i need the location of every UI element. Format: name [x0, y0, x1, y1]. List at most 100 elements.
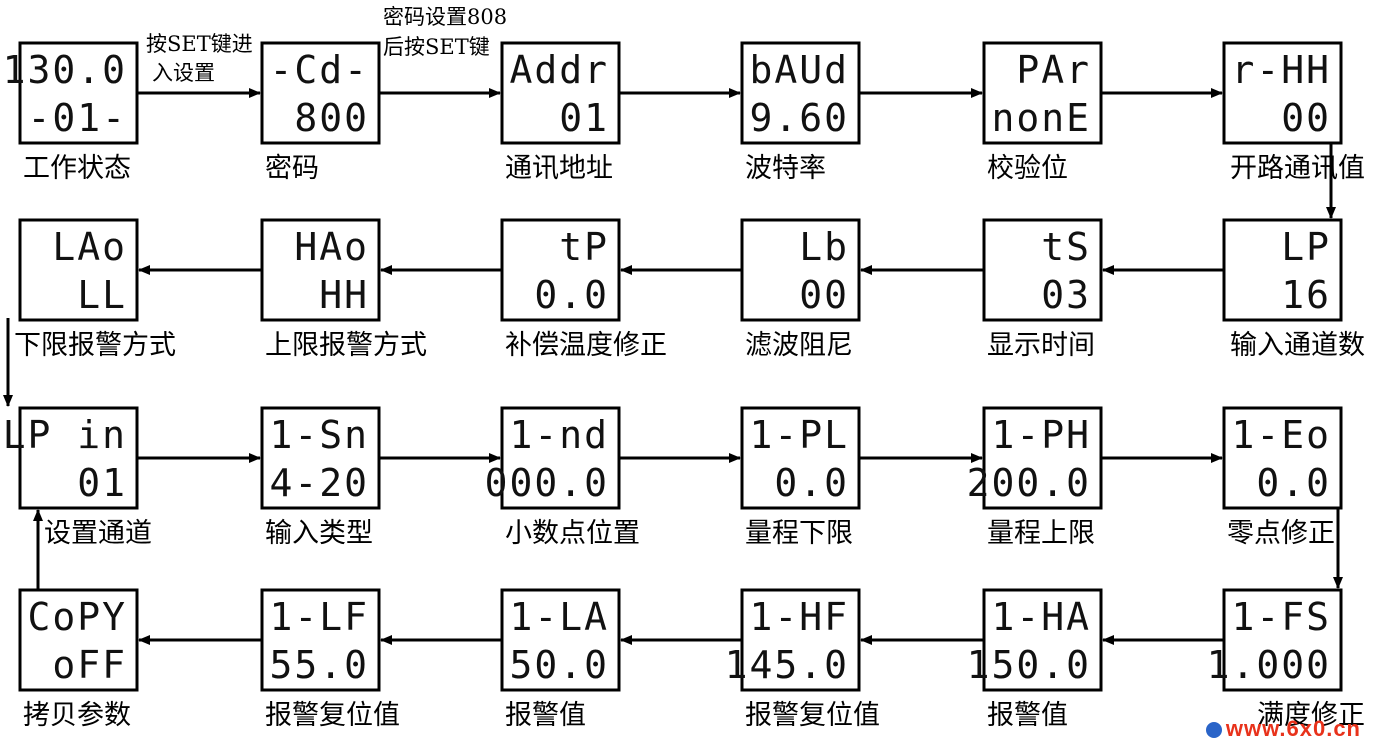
node-caption: 波特率	[745, 153, 826, 184]
display-frame	[740, 406, 861, 510]
display-line2: 01	[77, 461, 127, 505]
node-caption: 密码	[265, 153, 319, 184]
watermark-logo-icon	[1205, 722, 1222, 738]
node-caption: 工作状态	[23, 153, 131, 184]
display-line1: LAo	[52, 225, 127, 269]
display-line1: tS	[1041, 225, 1091, 269]
display-line1: 1-LA	[509, 595, 609, 639]
display-node: 1-Sn4-20 输入类型	[260, 406, 381, 549]
node-caption: 拷贝参数	[23, 700, 131, 731]
display-line2: 01	[559, 96, 609, 140]
display-line2: 00	[1281, 96, 1331, 140]
display-frame	[1222, 218, 1343, 322]
display-line2: -01-	[27, 96, 127, 140]
display-frame	[740, 588, 861, 692]
display-frame	[260, 588, 381, 692]
node-caption: 报警复位值	[265, 700, 400, 731]
display-frame	[260, 41, 381, 145]
node-caption: 开路通讯值	[1230, 153, 1365, 184]
node-caption: 下限报警方式	[14, 330, 176, 361]
display-line2: 4-20	[269, 461, 369, 505]
display-frame	[260, 218, 381, 322]
node-caption: 报警复位值	[745, 700, 880, 731]
display-line2: oFF	[52, 643, 127, 687]
display-frame	[260, 406, 381, 510]
display-frame	[982, 588, 1103, 692]
display-line1: 1-LF	[269, 595, 369, 639]
display-line1: 1-Sn	[269, 413, 369, 457]
node-caption: 通讯地址	[505, 153, 613, 184]
display-line2: 00	[799, 273, 849, 317]
node-caption: 报警值	[987, 700, 1068, 731]
display-frame	[1222, 406, 1343, 510]
display-line2: 145.0	[725, 643, 849, 687]
display-line2: 0.0	[534, 273, 609, 317]
display-line1: 130.0	[3, 48, 127, 92]
password-note-line2: 后按SET键	[383, 35, 490, 59]
display-line1: 1-HA	[991, 595, 1091, 639]
display-frame	[1222, 588, 1343, 692]
node-caption: 显示时间	[987, 330, 1095, 361]
display-line1: HAo	[294, 225, 369, 269]
display-line1: LP	[1281, 225, 1331, 269]
display-line2: 800	[294, 96, 369, 140]
display-frame	[982, 41, 1103, 145]
display-line1: Addr	[509, 48, 609, 92]
display-frame	[982, 406, 1103, 510]
node-caption: 输入通道数	[1230, 330, 1365, 361]
node-caption: 输入类型	[265, 518, 373, 549]
display-line1: 1-FS	[1231, 595, 1331, 639]
display-line2: 150.0	[967, 643, 1091, 687]
node-caption: 小数点位置	[505, 518, 640, 549]
annotations: 按SET键进 入设置 密码设置808 后按SET键	[146, 5, 507, 85]
display-frame	[1222, 41, 1343, 145]
display-line2: 0.0	[1256, 461, 1331, 505]
node-caption: 量程下限	[745, 518, 853, 549]
node-caption: 设置通道	[44, 518, 152, 549]
display-line1: LP in	[3, 413, 127, 457]
display-line1: r-HH	[1231, 48, 1331, 92]
display-line1: 1-HF	[749, 595, 849, 639]
display-line2: 03	[1041, 273, 1091, 317]
display-line1: 1-PH	[991, 413, 1091, 457]
node-caption: 零点修正	[1227, 518, 1335, 549]
node-caption: 上限报警方式	[265, 330, 427, 361]
node-caption: 校验位	[987, 153, 1068, 184]
display-line1: PAr	[1016, 48, 1091, 92]
node-caption: 报警值	[505, 700, 586, 731]
node-caption: 量程上限	[987, 518, 1095, 549]
display-line2: 9.60	[749, 96, 849, 140]
display-frame	[18, 218, 139, 322]
enter-setting-note-line2: 入设置	[152, 61, 215, 85]
display-frame	[18, 41, 139, 145]
display-line1: 1-PL	[749, 413, 849, 457]
node-caption: 补偿温度修正	[505, 330, 667, 361]
display-frame	[500, 406, 621, 510]
display-line2: 16	[1281, 273, 1331, 317]
display-line2: LL	[77, 273, 127, 317]
display-frame	[18, 588, 139, 692]
display-frame	[740, 41, 861, 145]
display-line2: 200.0	[967, 461, 1091, 505]
display-line1: 1-Eo	[1231, 413, 1331, 457]
display-frame	[18, 406, 139, 510]
display-nodes: 130.0-01-工作状态-Cd-800密码Addr01通讯地址bAUd9.60…	[3, 41, 1365, 731]
display-node: 1-Eo0.0 零点修正	[1222, 406, 1343, 549]
display-frame	[982, 218, 1103, 322]
display-frame	[500, 218, 621, 322]
